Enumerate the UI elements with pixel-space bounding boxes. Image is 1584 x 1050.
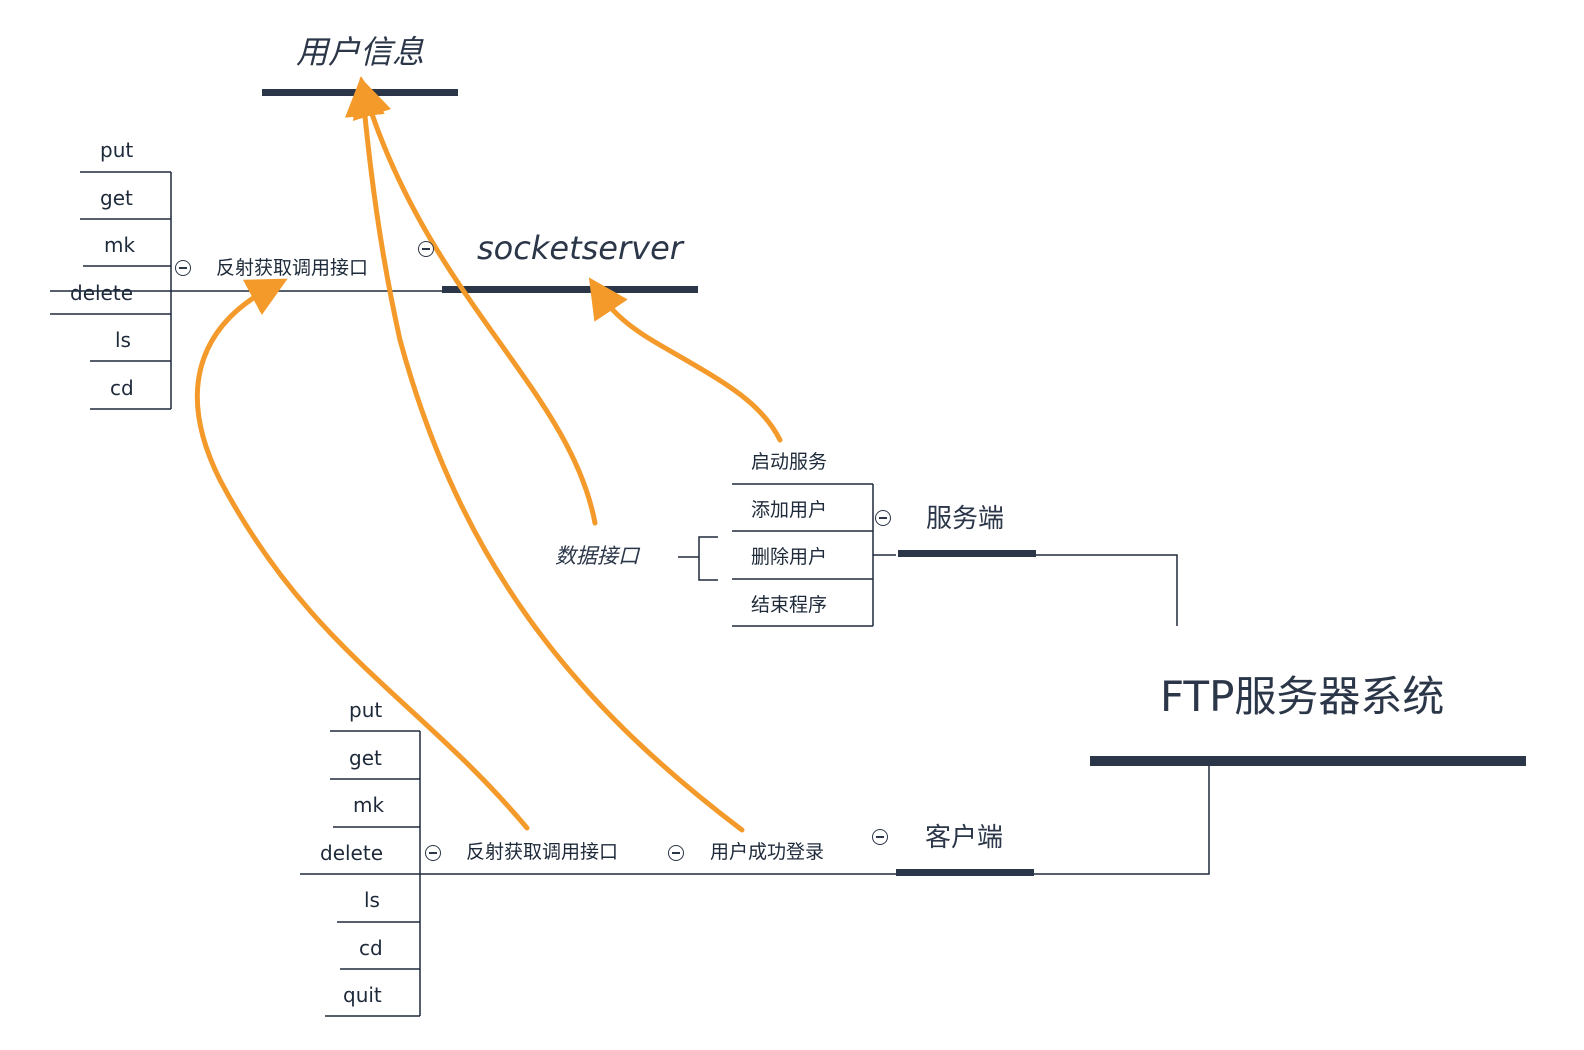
socketserver-cmd-cd[interactable]: cd <box>110 376 134 400</box>
root-bar <box>1090 756 1526 766</box>
relationship-arrows <box>194 76 783 833</box>
client-cmd-cd[interactable]: cd <box>359 936 383 960</box>
client-cmd-quit[interactable]: quit <box>343 983 382 1007</box>
login-to-user-info-arrow <box>344 76 745 833</box>
server-collapse-toggle[interactable] <box>875 510 891 526</box>
socketserver-topic[interactable]: socketserver <box>477 229 683 267</box>
server-item-start[interactable]: 启动服务 <box>751 451 828 473</box>
root-to-server-line <box>1036 554 1178 626</box>
socketserver-cmd-put[interactable]: put <box>100 138 134 162</box>
socketserver-cmd-ls[interactable]: ls <box>115 328 131 352</box>
client-reflect-to-socketserver-reflect-arrow <box>194 278 530 831</box>
client-login-topic[interactable]: 用户成功登录 <box>710 841 825 863</box>
client-cmd-mk[interactable]: mk <box>353 793 385 817</box>
root-to-client-line <box>1034 766 1210 875</box>
client-bar <box>896 869 1034 876</box>
client-login-collapse-toggle[interactable] <box>668 845 684 861</box>
socketserver-bar <box>442 286 698 293</box>
server-item-add-user[interactable]: 添加用户 <box>751 499 828 521</box>
data-interface-bracket <box>678 536 718 581</box>
server-topic[interactable]: 服务端 <box>926 504 1005 534</box>
client-cmd-get[interactable]: get <box>349 746 382 770</box>
connector-lines <box>50 171 1210 1017</box>
socketserver-reflect-collapse-toggle[interactable] <box>175 260 191 276</box>
socketserver-cmd-delete[interactable]: delete <box>70 281 134 305</box>
client-reflect-collapse-toggle[interactable] <box>425 845 441 861</box>
client-cmd-delete[interactable]: delete <box>320 841 384 865</box>
data-interface-to-user-info-arrow <box>352 76 598 526</box>
root-topic[interactable]: FTP服务器系统 <box>1160 672 1445 721</box>
client-collapse-toggle[interactable] <box>872 829 888 845</box>
socketserver-collapse-toggle[interactable] <box>418 241 434 257</box>
user-info-bar <box>262 89 458 96</box>
client-cmd-put[interactable]: put <box>349 698 383 722</box>
server-item-delete-user[interactable]: 删除用户 <box>751 546 828 568</box>
socketserver-cmd-mk[interactable]: mk <box>104 233 136 257</box>
server-item-end[interactable]: 结束程序 <box>751 594 828 616</box>
data-interface-topic[interactable]: 数据接口 <box>555 544 639 568</box>
client-cmd-ls[interactable]: ls <box>364 888 380 912</box>
socketserver-reflect-topic[interactable]: 反射获取调用接口 <box>216 257 369 279</box>
client-reflect-topic[interactable]: 反射获取调用接口 <box>466 841 619 863</box>
user-info-topic[interactable]: 用户信息 <box>296 33 425 71</box>
client-topic[interactable]: 客户端 <box>925 823 1004 853</box>
server-bar <box>898 550 1036 557</box>
start-service-to-socketserver-arrow <box>588 277 783 443</box>
socketserver-cmd-get[interactable]: get <box>100 186 133 210</box>
